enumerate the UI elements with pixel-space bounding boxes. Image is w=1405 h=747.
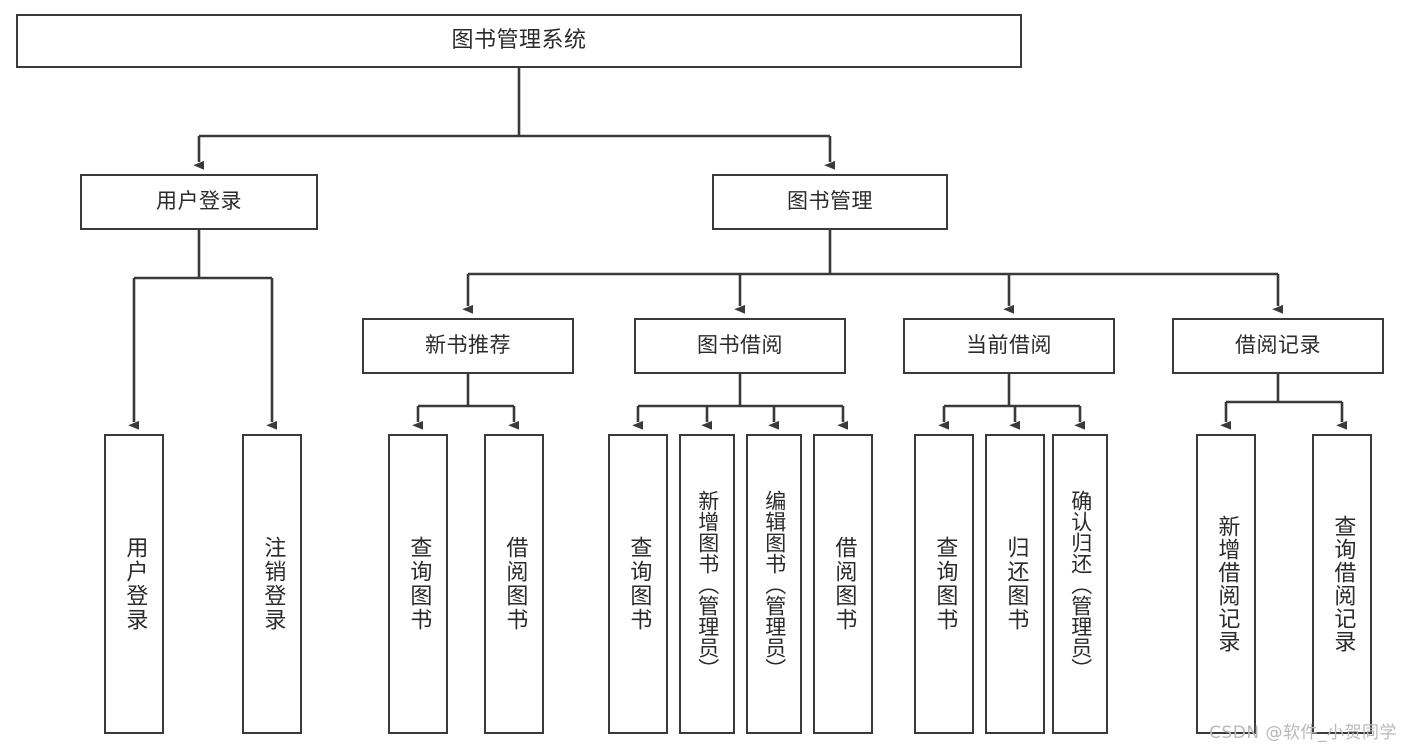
node-leaf-logout-label: 注销登录 xyxy=(260,536,286,632)
node-leaf-query-book-bb[interactable]: 查询图书 xyxy=(608,434,668,734)
node-new-book-rec[interactable]: 新书推荐 xyxy=(362,318,574,374)
node-book-manage-label: 图书管理 xyxy=(787,189,873,214)
node-leaf-query-book-cb[interactable]: 查询图书 xyxy=(914,434,974,734)
node-book-manage[interactable]: 图书管理 xyxy=(712,174,948,230)
node-leaf-user-login[interactable]: 用户登录 xyxy=(104,434,164,734)
node-new-book-rec-label: 新书推荐 xyxy=(425,333,511,358)
node-user-login[interactable]: 用户登录 xyxy=(80,174,318,230)
node-leaf-add-record[interactable]: 新增借阅记录 xyxy=(1196,434,1256,734)
node-leaf-query-book-cb-label: 查询图书 xyxy=(932,536,958,632)
node-leaf-borrow-book-bb-label: 借阅图书 xyxy=(831,536,857,632)
node-leaf-return-book[interactable]: 归还图书 xyxy=(985,434,1045,734)
node-current-borrow-label: 当前借阅 xyxy=(966,333,1052,358)
node-leaf-borrow-book-rec[interactable]: 借阅图书 xyxy=(484,434,544,734)
node-leaf-borrow-book-bb[interactable]: 借阅图书 xyxy=(813,434,873,734)
node-leaf-query-record-label: 查询借阅记录 xyxy=(1330,515,1356,653)
watermark-text: CSDN @软件_小贺同学 xyxy=(1209,723,1397,743)
node-leaf-add-book[interactable]: 新增图书（管理员） xyxy=(679,434,735,734)
node-borrow-record[interactable]: 借阅记录 xyxy=(1172,318,1384,374)
node-leaf-borrow-book-rec-label: 借阅图书 xyxy=(502,536,528,632)
node-leaf-confirm-return-label: 确认归还（管理员） xyxy=(1068,489,1093,679)
node-root[interactable]: 图书管理系统 xyxy=(16,14,1022,68)
node-leaf-query-book-rec-label: 查询图书 xyxy=(406,536,432,632)
node-leaf-logout[interactable]: 注销登录 xyxy=(242,434,302,734)
node-current-borrow[interactable]: 当前借阅 xyxy=(903,318,1115,374)
node-leaf-query-record[interactable]: 查询借阅记录 xyxy=(1312,434,1372,734)
node-leaf-query-book-bb-label: 查询图书 xyxy=(626,536,652,632)
node-book-borrow[interactable]: 图书借阅 xyxy=(634,318,846,374)
node-borrow-record-label: 借阅记录 xyxy=(1235,333,1321,358)
node-leaf-edit-book-label: 编辑图书（管理员） xyxy=(762,489,787,679)
node-root-label: 图书管理系统 xyxy=(451,27,587,53)
node-leaf-add-record-label: 新增借阅记录 xyxy=(1214,515,1240,653)
node-user-login-label: 用户登录 xyxy=(156,189,242,214)
node-leaf-query-book-rec[interactable]: 查询图书 xyxy=(388,434,448,734)
node-leaf-confirm-return[interactable]: 确认归还（管理员） xyxy=(1052,434,1108,734)
node-leaf-edit-book[interactable]: 编辑图书（管理员） xyxy=(746,434,802,734)
node-book-borrow-label: 图书借阅 xyxy=(697,333,783,358)
node-leaf-user-login-label: 用户登录 xyxy=(122,536,148,632)
node-leaf-add-book-label: 新增图书（管理员） xyxy=(695,489,720,679)
node-leaf-return-book-label: 归还图书 xyxy=(1003,536,1029,632)
